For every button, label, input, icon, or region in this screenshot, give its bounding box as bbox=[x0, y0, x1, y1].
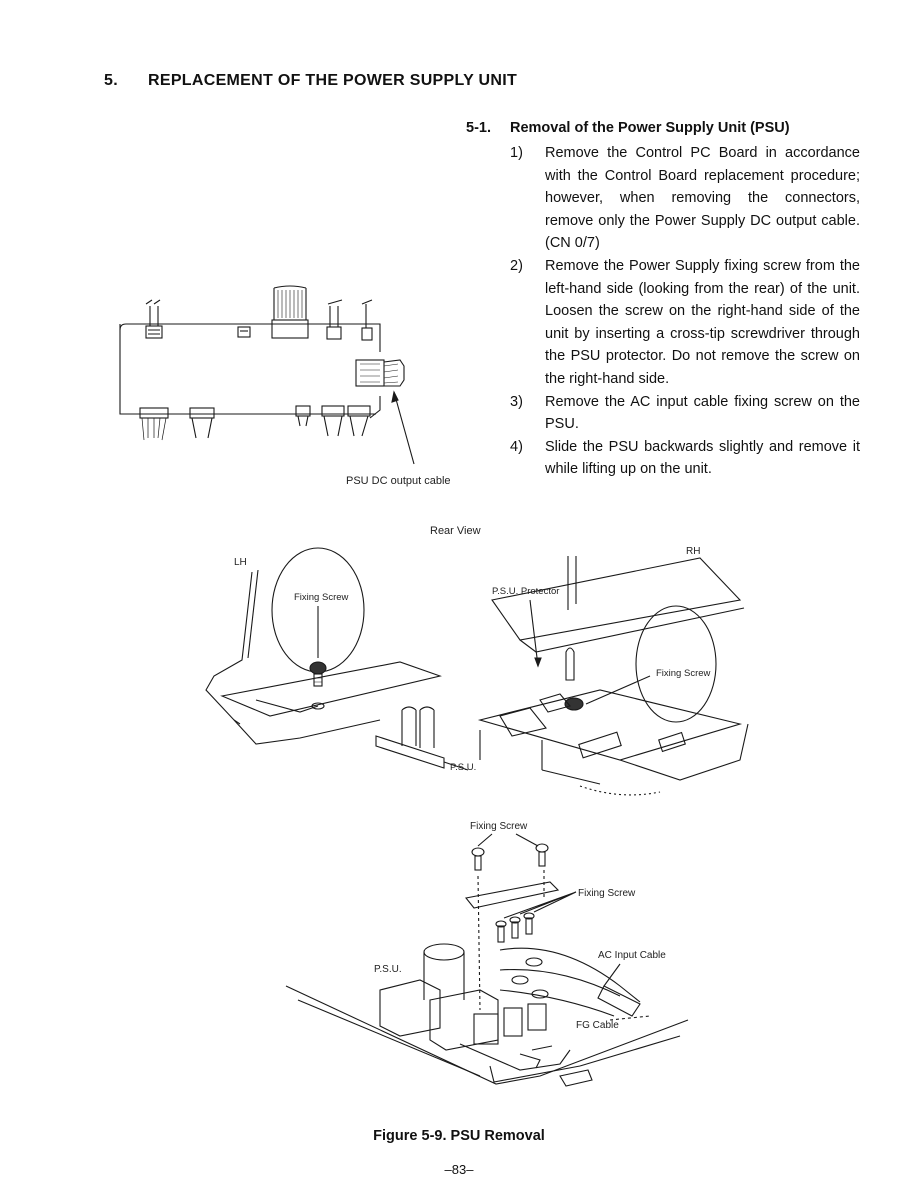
step-text: Remove the AC input cable fixing screw o… bbox=[545, 393, 860, 433]
section-number: 5. bbox=[104, 72, 118, 89]
step-text: Remove the Control PC Board in accordanc… bbox=[545, 145, 860, 252]
fixing-screw bbox=[535, 843, 549, 867]
board-connector bbox=[347, 405, 371, 437]
subsection-number: 5-1. bbox=[466, 120, 491, 136]
psu-label: P.S.U. bbox=[450, 762, 476, 773]
rear-view-label: Rear View bbox=[430, 525, 481, 537]
page-number: –83– bbox=[444, 1162, 474, 1177]
procedure-step: 4) Slide the PSU backwards slightly and … bbox=[510, 436, 860, 481]
rh-label: RH bbox=[686, 546, 700, 557]
step-number: 4) bbox=[510, 438, 523, 455]
fixing-screw bbox=[309, 661, 327, 687]
subsection-title: Removal of the Power Supply Unit (PSU) bbox=[510, 120, 790, 136]
board-connector bbox=[326, 299, 343, 340]
board-connector bbox=[145, 299, 163, 339]
psu-label-bottom: P.S.U. bbox=[374, 964, 402, 975]
step-number: 2) bbox=[510, 257, 523, 274]
section-title: REPLACEMENT OF THE POWER SUPPLY UNIT bbox=[148, 72, 518, 89]
step-number: 3) bbox=[510, 393, 523, 410]
board-connector bbox=[237, 326, 251, 338]
leader-line bbox=[393, 391, 415, 465]
procedure-step: 2) Remove the Power Supply fixing screw … bbox=[510, 255, 860, 391]
board-connector bbox=[321, 405, 345, 437]
step-number: 1) bbox=[510, 145, 523, 161]
board-connector bbox=[271, 285, 309, 339]
ac-input-cable-label: AC Input Cable bbox=[598, 950, 666, 961]
lh-rear-view: LH Fixing Screw P.S.U. bbox=[205, 547, 476, 773]
psu-protector-label: P.S.U. Protector bbox=[492, 586, 559, 597]
board-connector bbox=[189, 407, 215, 439]
procedure-step: 1) Remove the Control PC Board in accord… bbox=[510, 142, 860, 255]
fixing-screw-label-top: Fixing Screw bbox=[470, 821, 528, 832]
lh-label: LH bbox=[234, 557, 247, 568]
terminal-cover-plate bbox=[465, 881, 560, 909]
step-text: Slide the PSU backwards slightly and rem… bbox=[545, 438, 860, 478]
fixing-screw-label-right: Fixing Screw bbox=[578, 888, 636, 899]
figure-caption: Figure 5-9. PSU Removal bbox=[373, 1128, 545, 1144]
board-connector bbox=[139, 407, 169, 441]
board-connector bbox=[361, 299, 373, 341]
fixing-screw bbox=[471, 847, 485, 871]
fixing-screw bbox=[495, 920, 507, 943]
control-board-diagram: PSU DC output cable bbox=[119, 285, 451, 487]
fixing-screw bbox=[509, 916, 521, 939]
psu-dc-output-connector bbox=[355, 359, 405, 387]
fg-cable-label: FG Cable bbox=[576, 1020, 619, 1031]
fixing-screw-label-rh: Fixing Screw bbox=[656, 668, 711, 679]
psu-detail-view: Fixing Screw Fixing Screw P.S.U. AC Inpu… bbox=[285, 821, 689, 1087]
rh-rear-view: RH P.S.U. Protector Fixing Screw bbox=[477, 546, 749, 796]
board-connector bbox=[295, 405, 311, 427]
step-text: Remove the Power Supply fixing screw fro… bbox=[545, 257, 860, 387]
fixing-screw bbox=[564, 697, 584, 711]
fixing-screw bbox=[523, 912, 535, 935]
procedure-step: 3) Remove the AC input cable fixing scre… bbox=[510, 391, 860, 436]
subsection-heading: 5-1. Removal of the Power Supply Unit (PS… bbox=[466, 120, 790, 136]
section-heading: 5. REPLACEMENT OF THE POWER SUPPLY UNIT bbox=[104, 72, 517, 90]
arrowhead bbox=[391, 390, 399, 403]
procedure-steps: 1) Remove the Control PC Board in accord… bbox=[510, 142, 860, 481]
psu-dc-output-cable-label: PSU DC output cable bbox=[346, 475, 451, 487]
fixing-screw-label: Fixing Screw bbox=[294, 592, 349, 603]
